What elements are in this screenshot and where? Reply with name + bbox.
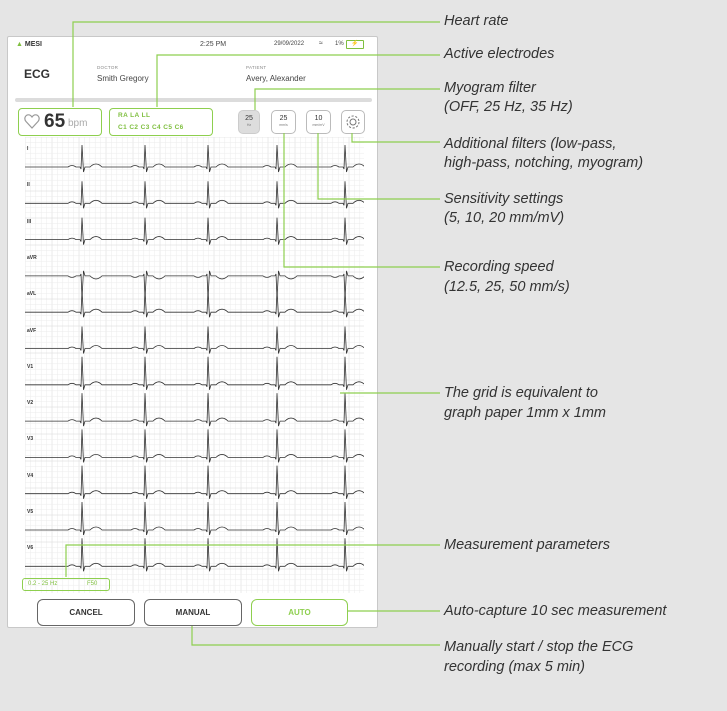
doctor-name: Smith Gregory bbox=[97, 74, 149, 83]
lead-label-avl: aVL bbox=[27, 291, 37, 298]
callout-speed-line2: (12.5, 25, 50 mm/s) bbox=[444, 279, 570, 295]
measurement-range: 0.2 - 25 Hz bbox=[28, 581, 58, 587]
callout-myogram-line1: Myogram filter bbox=[444, 80, 536, 96]
lead-label-v4: V4 bbox=[27, 472, 34, 479]
ecg-trace-v1 bbox=[25, 356, 364, 390]
patient-label: PATIENT bbox=[246, 65, 267, 70]
header-divider bbox=[15, 98, 372, 102]
electrodes-limb: RA LA LL bbox=[118, 112, 151, 119]
callout-line-speed bbox=[283, 133, 440, 268]
brand-name: MESI bbox=[24, 41, 43, 48]
doctor-label: DOCTOR bbox=[97, 65, 119, 70]
callout-measurement: Measurement parameters bbox=[444, 537, 611, 553]
myogram-value: 25 bbox=[245, 115, 253, 122]
cancel-button[interactable]: CANCEL bbox=[37, 599, 135, 626]
auto-button[interactable]: AUTO bbox=[251, 599, 348, 626]
ecg-trace-v4 bbox=[25, 465, 364, 499]
ecg-trace-avl bbox=[25, 290, 364, 318]
callout-line-measurement bbox=[65, 544, 440, 577]
ecg-device-screen: ▲ MESI 2:25 PM 29/09/2022 ≈ 1% ⚡ ECG DOC… bbox=[7, 36, 378, 628]
status-time: 2:25 PM bbox=[200, 41, 227, 48]
heart-rate-box: 65 bpm bbox=[18, 108, 102, 136]
lead-label-i: I bbox=[27, 146, 29, 152]
lead-label-v2: V2 bbox=[27, 400, 34, 407]
callout-manual-line2: recording (max 5 min) bbox=[444, 659, 586, 675]
callout-line-sensitivity bbox=[317, 133, 440, 200]
recording-speed-button[interactable]: 25 mm/s bbox=[271, 110, 296, 134]
ecg-trace-v5 bbox=[25, 501, 364, 536]
status-date: 29/09/2022 bbox=[274, 41, 305, 47]
electrodes-chest: C1 C2 C3 C4 C5 C6 bbox=[118, 124, 184, 131]
callout-filters-line2: high-pass, notching, myogram) bbox=[444, 155, 644, 171]
ecg-trace-iii bbox=[25, 217, 364, 245]
speed-value: 25 bbox=[279, 115, 288, 122]
page-title: ECG bbox=[24, 67, 51, 81]
lead-label-v6: V6 bbox=[27, 545, 34, 552]
active-electrodes-box[interactable]: RA LA LL C1 C2 C3 C4 C5 C6 bbox=[109, 108, 213, 136]
lead-label-v1: V1 bbox=[27, 363, 34, 370]
ecg-trace-ii bbox=[25, 181, 364, 209]
gear-icon bbox=[346, 115, 360, 129]
heart-rate-unit: bpm bbox=[68, 118, 88, 129]
callout-line-myogram bbox=[254, 88, 440, 110]
ecg-trace-v3 bbox=[25, 429, 364, 463]
patient-name: Avery, Alexander bbox=[246, 74, 306, 83]
battery-percent: 1% bbox=[335, 41, 344, 47]
status-bar: ▲ MESI 2:25 PM 29/09/2022 ≈ 1% ⚡ bbox=[8, 37, 377, 53]
battery-charging-icon: ⚡ bbox=[346, 40, 364, 49]
callout-grid-line1: The grid is equivalent to bbox=[444, 385, 598, 401]
heart-icon bbox=[24, 114, 40, 129]
filters-settings-button[interactable] bbox=[341, 110, 365, 134]
callout-line-electrodes bbox=[156, 54, 440, 107]
callout-active-electrodes: Active electrodes bbox=[444, 46, 555, 62]
callout-line-manual bbox=[191, 626, 440, 646]
sensitivity-button[interactable]: 10 mm/mV bbox=[306, 110, 331, 134]
callout-auto: Auto-capture 10 sec measurement bbox=[444, 603, 667, 619]
callout-sensitivity-line2: (5, 10, 20 mm/mV) bbox=[444, 210, 565, 226]
lead-label-ii: II bbox=[27, 182, 30, 189]
measurement-filter: F50 bbox=[87, 581, 98, 587]
callout-myogram-line2: (OFF, 25 Hz, 35 Hz) bbox=[444, 99, 573, 115]
manual-button[interactable]: MANUAL bbox=[144, 599, 242, 626]
lead-label-iii: III bbox=[27, 218, 32, 225]
measurement-parameters: 0.2 - 25 Hz F50 bbox=[22, 578, 110, 591]
callout-line-filters bbox=[351, 133, 440, 143]
wifi-icon: ≈ bbox=[319, 40, 323, 47]
sensitivity-value: 10 bbox=[314, 115, 323, 122]
ecg-trace-v2 bbox=[25, 393, 364, 427]
callout-speed-line1: Recording speed bbox=[444, 259, 554, 275]
callout-grid-line2: graph paper 1mm x 1mm bbox=[444, 405, 606, 421]
myogram-unit: Hz bbox=[246, 123, 252, 127]
ecg-trace-avf bbox=[25, 326, 364, 354]
brand-logo: ▲ MESI bbox=[16, 41, 43, 48]
callout-sensitivity-line1: Sensitivity settings bbox=[444, 191, 564, 207]
lead-label-v5: V5 bbox=[27, 509, 34, 515]
callout-line-heart-rate bbox=[72, 21, 440, 107]
speed-unit: mm/s bbox=[279, 123, 288, 127]
lead-label-avf: aVF bbox=[27, 327, 37, 334]
lead-label-v3: V3 bbox=[27, 436, 34, 443]
lead-label-avr: aVR bbox=[27, 254, 37, 261]
ecg-trace-i bbox=[25, 144, 364, 173]
sensitivity-unit: mm/mV bbox=[312, 123, 325, 127]
ecg-grid bbox=[25, 137, 364, 593]
callout-manual-line1: Manually start / stop the ECG bbox=[444, 639, 634, 655]
ecg-trace-v6 bbox=[25, 538, 364, 572]
myogram-filter-button[interactable]: 25 Hz bbox=[238, 110, 260, 134]
callout-heart-rate: Heart rate bbox=[444, 13, 509, 29]
heart-rate-value: 65 bbox=[44, 111, 66, 132]
callout-filters-line1: Additional filters (low-pass, bbox=[444, 136, 617, 152]
